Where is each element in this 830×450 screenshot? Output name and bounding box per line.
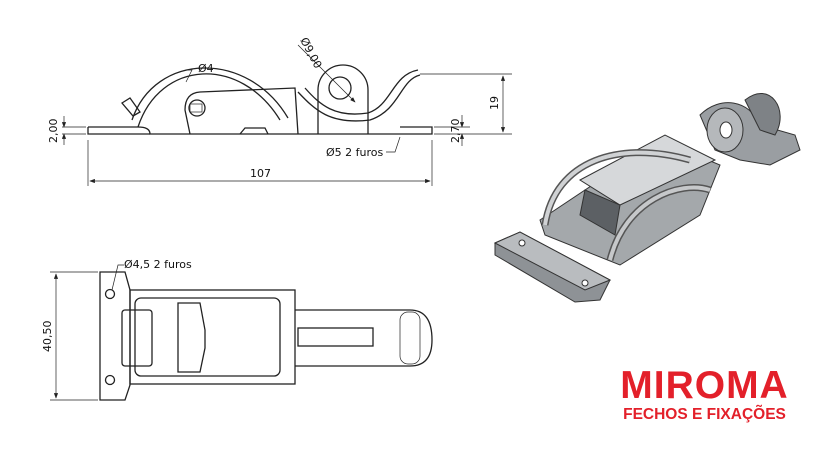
dim-holes: Ø5 2 furos <box>326 146 384 159</box>
dim-height: 19 <box>488 96 501 110</box>
top-view: Ø4,5 2 furos 40,50 <box>41 258 433 401</box>
dim-wire-diameter: Ø4 <box>198 62 214 75</box>
logo-tagline: FECHOS E FIXAÇÕES <box>623 406 786 423</box>
miroma-logo: MIROMA FECHOS E FIXAÇÕES <box>612 366 797 424</box>
dim-eye-diameter: Ø9,00 <box>297 35 324 70</box>
dim-length: 107 <box>250 167 271 180</box>
dim-base-height: 2,70 <box>449 119 462 144</box>
logo-name: MIROMA <box>620 364 789 407</box>
dim-holes-top: Ø4,5 2 furos <box>124 258 192 271</box>
side-view: Ø4 Ø9,00 Ø5 2 furos 107 2,00 2,70 19 <box>47 35 512 186</box>
isometric-view <box>493 93 801 303</box>
dim-plate-thickness: 2,00 <box>47 119 60 144</box>
dim-width: 40,50 <box>41 321 54 353</box>
